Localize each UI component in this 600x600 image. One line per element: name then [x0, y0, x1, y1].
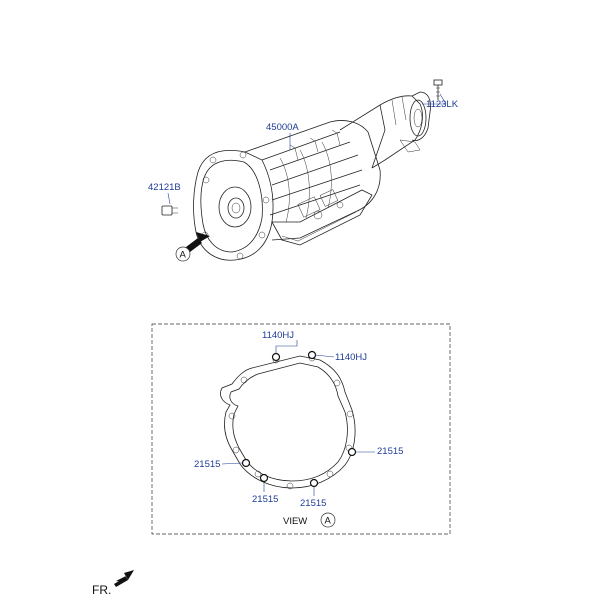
leader-1140hj-b: [314, 354, 335, 358]
bolt-1140hj-b-marker: [307, 350, 317, 360]
part-label-1123lk[interactable]: 1123LK: [426, 99, 459, 110]
part-label-1140hj-b[interactable]: 1140HJ: [335, 352, 367, 363]
part-label-21515-left[interactable]: 21515: [194, 459, 220, 470]
part-label-21515-bottom-right[interactable]: 21515: [300, 498, 326, 509]
transmission-assembly-drawing: [193, 91, 431, 261]
front-arrow-icon: [114, 570, 134, 587]
view-a-marker-circle: [175, 246, 191, 262]
leader-1140hj-a: [275, 340, 298, 354]
leader-1123lk: [439, 93, 447, 105]
part-label-21515-bottom-left[interactable]: 21515: [252, 494, 278, 505]
bolt-1140hj-a-marker: [271, 352, 281, 362]
front-label: FR.: [92, 583, 111, 597]
part-label-21515-right[interactable]: 21515: [377, 446, 403, 457]
leader-42121b: [167, 192, 171, 205]
bell-housing-gasket-drawing: [220, 354, 356, 490]
view-caption-circle: [320, 512, 336, 528]
bolt-1123lk-icon: [433, 79, 443, 100]
part-label-1140hj-a[interactable]: 1140HJ: [262, 330, 294, 341]
view-a-arrow-icon: [186, 232, 210, 252]
leader-21515-left: [221, 462, 243, 465]
view-caption: VIEW: [283, 516, 307, 527]
dowel-right-marker: [347, 447, 357, 457]
plug-42121b-icon: [161, 205, 178, 216]
dowel-bottom-right-marker: [309, 478, 319, 488]
view-caption-marker: A: [325, 516, 332, 527]
part-label-42121b[interactable]: 42121B: [148, 182, 181, 193]
dowel-bottom-left-marker: [259, 473, 269, 483]
dowel-left-marker: [241, 458, 251, 468]
view-a-frame: [151, 323, 451, 535]
view-a-marker-label: A: [180, 250, 187, 261]
part-label-45000a[interactable]: 45000A: [266, 122, 299, 133]
